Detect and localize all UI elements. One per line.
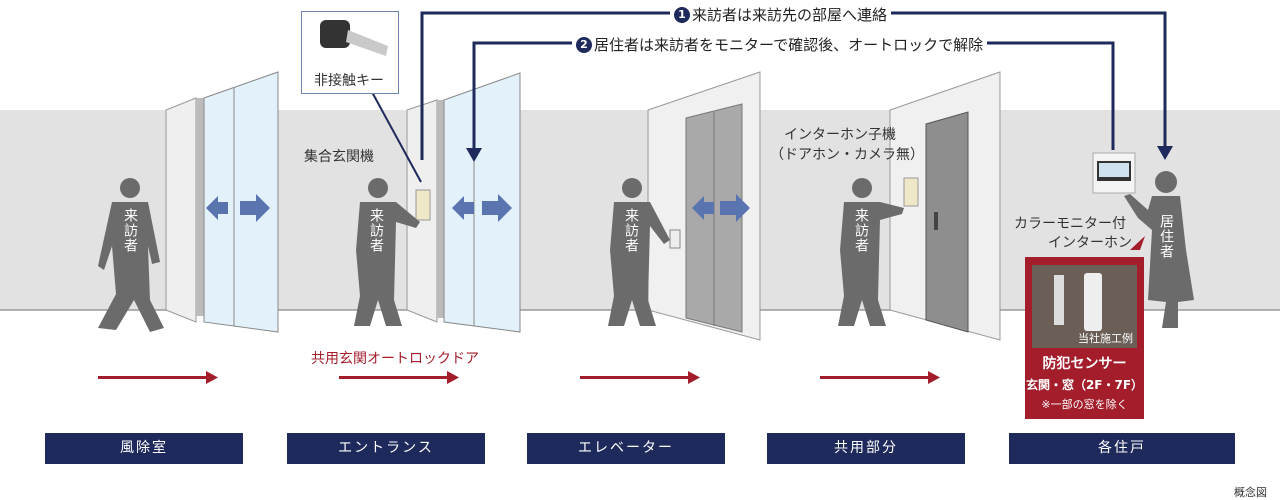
autolock-door-label: 共用玄関オートロックドア bbox=[311, 351, 479, 367]
sub-intercom-note: （ドアホン・カメラ無） bbox=[770, 147, 924, 163]
zone-entrance: エントランス bbox=[287, 433, 485, 464]
security-sensor-callout: 当社施工例 防犯センサー 玄関・窓（2F・7F） ※一部の窓を除く bbox=[1025, 257, 1144, 419]
monitor-label-2: インターホン bbox=[1048, 235, 1132, 251]
photo-caption: 当社施工例 bbox=[1078, 332, 1133, 345]
sub-intercom-label: インターホン子機 bbox=[784, 127, 896, 143]
key-callout: 非接触キー bbox=[301, 11, 399, 94]
entrance-panel-label: 集合玄関機 bbox=[304, 149, 374, 165]
zone-each-unit: 各住戸 bbox=[1009, 433, 1235, 464]
zone-windbreak-room: 風除室 bbox=[45, 433, 243, 464]
visitor-figure: 来訪者 bbox=[122, 208, 138, 253]
step-number: 1 bbox=[674, 6, 690, 23]
visitor-figure: 来訪者 bbox=[853, 208, 869, 253]
zone-common-area: 共用部分 bbox=[767, 433, 965, 464]
sensor-title: 防犯センサー bbox=[1042, 356, 1127, 372]
resident-figure: 居住者 bbox=[1158, 214, 1174, 259]
sensor-locations: 玄関・窓（2F・7F） bbox=[1025, 378, 1144, 392]
conceptual-diagram-note: 概念図 bbox=[1234, 486, 1267, 499]
key-icon bbox=[320, 20, 388, 56]
step-text: 居住者は来訪者をモニターで確認後、オートロックで解除 bbox=[594, 36, 984, 54]
key-label: 非接触キー bbox=[314, 73, 384, 89]
sensor-photo: 当社施工例 bbox=[1032, 265, 1137, 348]
step-number: 2 bbox=[576, 36, 592, 53]
step-text: 来訪者は来訪先の部屋へ連絡 bbox=[692, 6, 888, 24]
visitor-figure: 来訪者 bbox=[623, 208, 639, 253]
sensor-note: ※一部の窓を除く bbox=[1041, 398, 1128, 411]
zone-elevator: エレベーター bbox=[527, 433, 725, 464]
monitor-label: カラーモニター付 bbox=[1014, 216, 1126, 232]
visitor-figure: 来訪者 bbox=[368, 208, 384, 253]
